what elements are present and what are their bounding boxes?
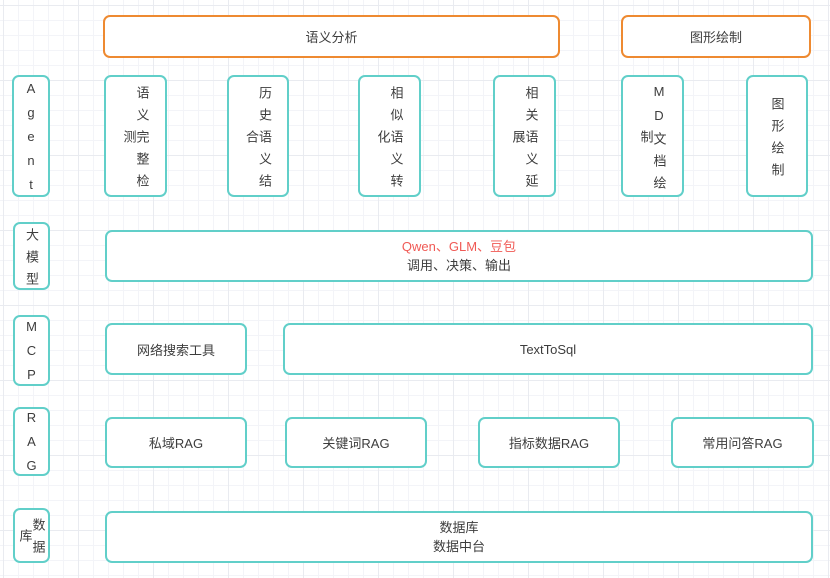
layer-label-rag-text: RAG xyxy=(24,410,39,482)
node-related-semantic-extend-label: 相关语义延展 xyxy=(510,85,539,196)
node-database-platform-line1: 数据库 xyxy=(439,520,479,535)
node-similar-semantic-transform-label: 相似语义转化 xyxy=(375,85,404,196)
node-text-to-sql[interactable]: TextToSql xyxy=(283,323,813,375)
node-web-search-tool-label: 网络搜索工具 xyxy=(136,342,215,358)
node-llm-models[interactable]: Qwen、GLM、豆包 调用、决策、输出 xyxy=(105,230,813,282)
layer-label-agent-text: Agent xyxy=(23,80,39,201)
node-related-semantic-extend[interactable]: 相关语义延展 xyxy=(493,75,556,197)
node-keyword-rag[interactable]: 关键词RAG xyxy=(285,417,427,468)
header-semantic-analysis[interactable]: 语义分析 xyxy=(103,15,560,58)
header-graph-drawing-label: 图形绘制 xyxy=(689,30,742,45)
node-md-document-draw[interactable]: MD文档绘制 xyxy=(621,75,684,198)
node-faq-rag-label: 常用问答RAG xyxy=(702,436,783,451)
node-private-domain-rag-label: 私域RAG xyxy=(148,436,204,451)
node-semantic-completeness-detect-label: 语义完整检测 xyxy=(121,85,150,196)
layer-label-rag[interactable]: RAG xyxy=(13,407,50,482)
node-database-platform[interactable]: 数据库 数据中台 xyxy=(105,511,813,563)
node-md-document-draw-label: MD文档绘制 xyxy=(638,83,667,198)
layer-label-llm[interactable]: 大模型 xyxy=(13,222,50,294)
node-similar-semantic-transform[interactable]: 相似语义转化 xyxy=(358,75,421,197)
node-metric-data-rag[interactable]: 指标数据RAG xyxy=(478,417,620,468)
node-llm-models-line2: 调用、决策、输出 xyxy=(406,258,511,273)
node-faq-rag[interactable]: 常用问答RAG xyxy=(671,417,814,468)
header-semantic-analysis-label: 语义分析 xyxy=(305,30,358,45)
node-graph-draw[interactable]: 图形绘制 xyxy=(746,75,808,197)
node-llm-models-line1: Qwen、GLM、豆包 xyxy=(401,239,517,254)
node-history-semantic-combine-label: 历史语义结合 xyxy=(244,85,272,196)
node-keyword-rag-label: 关键词RAG xyxy=(322,436,390,451)
node-private-domain-rag[interactable]: 私域RAG xyxy=(105,417,247,468)
layer-label-database[interactable]: 数据库 xyxy=(13,508,50,563)
node-database-platform-line2: 数据中台 xyxy=(432,539,485,554)
layer-label-database-text: 数据库 xyxy=(17,518,46,562)
layer-label-llm-text: 大模型 xyxy=(24,227,39,294)
layer-label-mcp[interactable]: MCP xyxy=(13,315,50,391)
layer-label-agent[interactable]: Agent xyxy=(12,75,50,201)
node-database-platform-content: 数据库 数据中台 xyxy=(433,518,485,556)
layer-label-mcp-text: MCP xyxy=(24,319,39,391)
node-history-semantic-combine[interactable]: 历史语义结合 xyxy=(227,75,289,197)
node-graph-draw-label: 图形绘制 xyxy=(769,96,785,185)
node-metric-data-rag-label: 指标数据RAG xyxy=(508,436,590,451)
node-web-search-tool[interactable]: 网络搜索工具 xyxy=(105,323,247,375)
node-semantic-completeness-detect[interactable]: 语义完整检测 xyxy=(104,75,167,197)
node-text-to-sql-label: TextToSql xyxy=(519,341,577,357)
header-graph-drawing[interactable]: 图形绘制 xyxy=(621,15,811,58)
node-llm-models-content: Qwen、GLM、豆包 调用、决策、输出 xyxy=(402,237,516,275)
